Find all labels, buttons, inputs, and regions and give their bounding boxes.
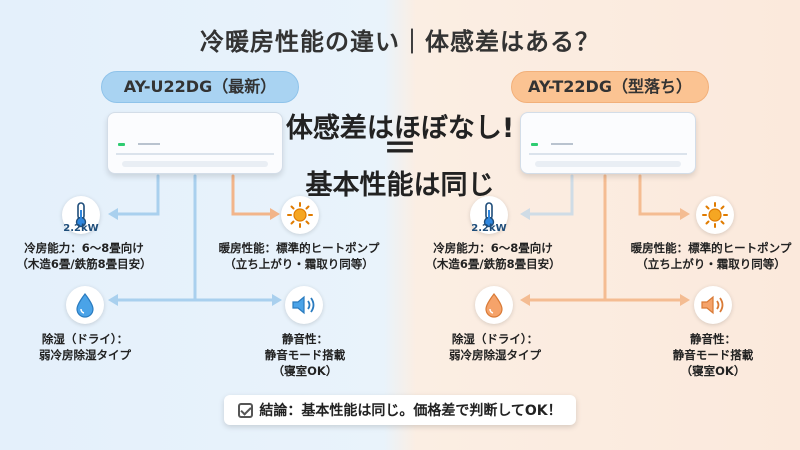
air-conditioner-left bbox=[107, 112, 283, 174]
power-rating-right: 2.2kW bbox=[471, 223, 507, 234]
quiet-line-2: 静音モード搭載 bbox=[672, 348, 754, 362]
checkbox-icon bbox=[238, 402, 254, 418]
heating-line-1: 暖房性能：標準的ヒートポンプ bbox=[630, 241, 792, 255]
conclusion-text: 結論：基本性能は同じ。価格差で判断してOK！ bbox=[259, 403, 562, 419]
air-conditioner-right bbox=[520, 112, 696, 174]
page-title: 冷暖房性能の違い｜体感差はある？ bbox=[200, 28, 600, 56]
heating-line-2: （立ち上がり・霜取り同等） bbox=[636, 257, 786, 271]
heating-spec-left: 暖房性能：標準的ヒートポンプ （立ち上がり・霜取り同等） bbox=[214, 240, 384, 272]
cooling-spec-left: 冷房能力：6〜8畳向け （木造6畳/鉄筋8畳目安） bbox=[4, 240, 164, 272]
cooling-spec-right: 冷房能力：6〜8畳向け （木造6畳/鉄筋8畳目安） bbox=[413, 240, 573, 272]
status-led bbox=[531, 143, 538, 146]
equals-sign: ＝ bbox=[383, 129, 417, 169]
headline-top: 体感差はほぼなし! bbox=[285, 113, 515, 144]
conclusion-banner: 結論：基本性能は同じ。価格差で判断してOK！ bbox=[224, 395, 576, 425]
connector-left-heating bbox=[231, 174, 272, 216]
quiet-spec-right: 静音性： 静音モード搭載 （寝室OK） bbox=[648, 331, 778, 379]
connector-right-cooling bbox=[528, 174, 574, 216]
headline-bottom: 基本性能は同じ bbox=[305, 170, 495, 201]
brand-mark bbox=[138, 143, 160, 145]
quiet-line-2: 静音モード搭載 bbox=[264, 348, 346, 362]
quiet-spec-left: 静音性： 静音モード搭載 （寝室OK） bbox=[240, 331, 370, 379]
quiet-line-3: （寝室OK） bbox=[272, 364, 338, 378]
quiet-line-1: 静音性： bbox=[690, 332, 736, 346]
quiet-line-1: 静音性： bbox=[282, 332, 328, 346]
cooling-line-1: 冷房能力：6〜8畳向け bbox=[24, 241, 144, 255]
dehumid-line-2: 弱冷房除湿タイプ bbox=[449, 348, 541, 362]
dehumid-line-1: 除湿（ドライ）： bbox=[41, 332, 129, 346]
sun-icon bbox=[696, 196, 734, 234]
heating-line-1: 暖房性能：標準的ヒートポンプ bbox=[218, 241, 380, 255]
thermometer-icon bbox=[62, 196, 100, 234]
cooling-line-1: 冷房能力：6〜8畳向け bbox=[433, 241, 553, 255]
dehumid-line-1: 除湿（ドライ）： bbox=[451, 332, 539, 346]
model-label-right: AY-T22DG（型落ち） bbox=[511, 71, 709, 103]
status-led bbox=[118, 143, 125, 146]
model-label-left: AY-U22DG（最新） bbox=[101, 71, 299, 103]
thermometer-icon bbox=[470, 196, 508, 234]
speaker-icon bbox=[285, 286, 323, 324]
heating-line-2: （立ち上がり・霜取り同等） bbox=[224, 257, 374, 271]
heating-spec-right: 暖房性能：標準的ヒートポンプ （立ち上がり・霜取り同等） bbox=[626, 240, 796, 272]
power-rating-left: 2.2kW bbox=[63, 223, 99, 234]
cooling-line-2: （木造6畳/鉄筋8畳目安） bbox=[16, 257, 152, 271]
dehumid-spec-right: 除湿（ドライ）： 弱冷房除湿タイプ bbox=[430, 331, 560, 363]
speaker-icon bbox=[694, 286, 732, 324]
cooling-line-2: （木造6畳/鉄筋8畳目安） bbox=[425, 257, 561, 271]
sun-icon bbox=[281, 196, 319, 234]
water-drop-icon bbox=[66, 286, 104, 324]
dehumid-line-2: 弱冷房除湿タイプ bbox=[39, 348, 131, 362]
water-drop-icon bbox=[475, 286, 513, 324]
connector-left-cooling bbox=[116, 174, 160, 216]
connector-right-heating bbox=[638, 174, 682, 216]
quiet-line-3: （寝室OK） bbox=[680, 364, 746, 378]
brand-mark bbox=[551, 143, 573, 145]
dehumid-spec-left: 除湿（ドライ）： 弱冷房除湿タイプ bbox=[20, 331, 150, 363]
